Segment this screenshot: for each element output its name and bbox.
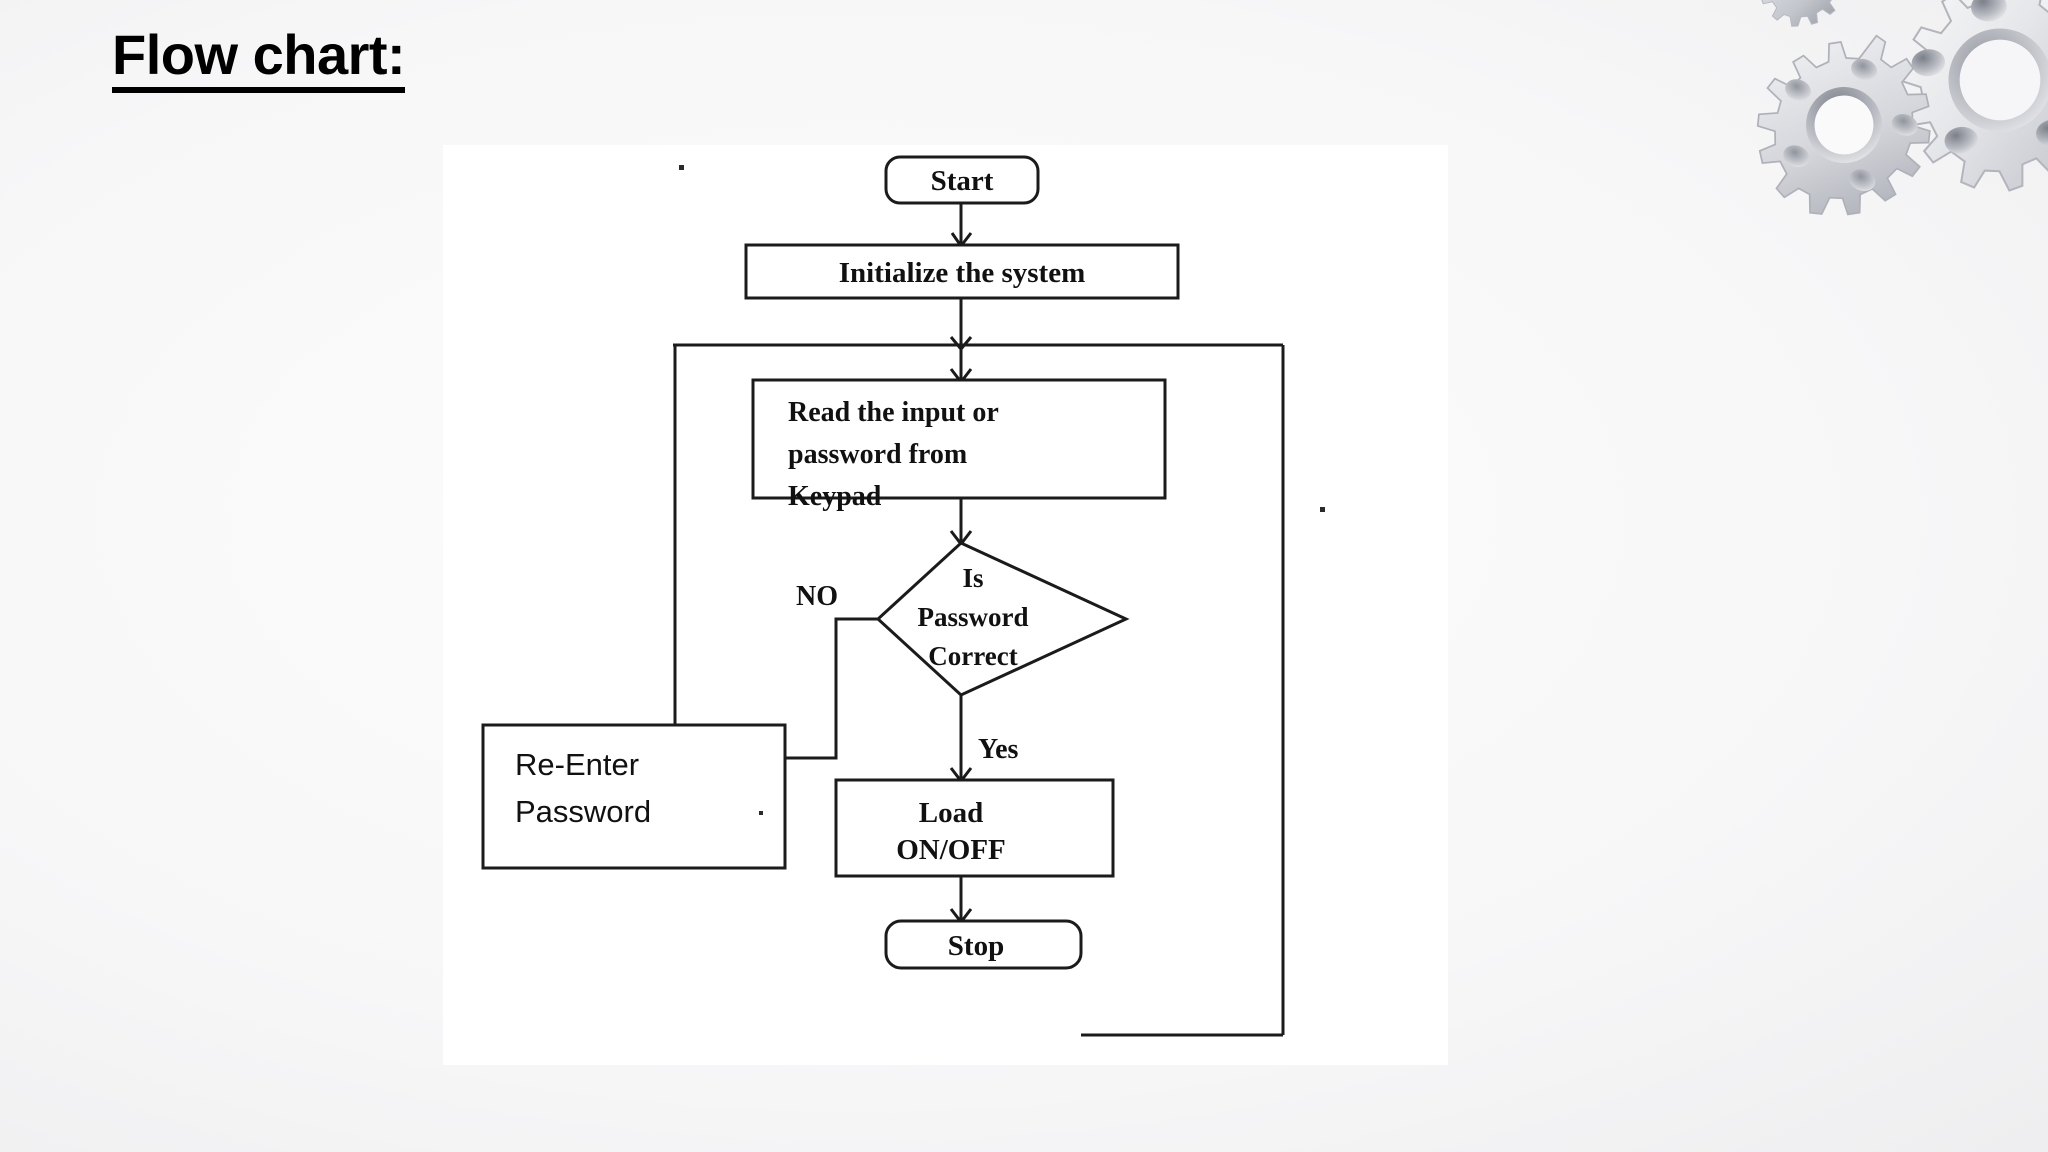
edge-label-yes: Yes (978, 734, 1019, 765)
title-container: Flow chart: (112, 25, 406, 93)
scan-speck-reenter (759, 811, 763, 815)
node-reenter-password[interactable] (481, 723, 787, 870)
node-decision-label-line1: Is (962, 563, 983, 593)
flowchart-diagram: Start Initialize the system Read the inp… (481, 155, 1325, 1037)
node-read-input[interactable] (751, 378, 1167, 500)
scan-speck-top (679, 165, 684, 170)
node-read-input-label-line1: Read the input or (788, 397, 999, 428)
node-start-label: Start (931, 165, 994, 197)
node-load-onoff-label-line1: Load (919, 797, 983, 829)
node-decision-password[interactable] (875, 541, 1130, 697)
gears-graphic (1731, 0, 2048, 244)
node-start[interactable] (884, 155, 1040, 205)
edge-label-no: NO (796, 581, 838, 612)
node-decision-label-line2: Password (917, 602, 1028, 632)
flowchart-panel: Start Initialize the system Read the inp… (443, 145, 1448, 1065)
node-load-onoff[interactable] (834, 778, 1115, 878)
node-stop[interactable] (884, 919, 1083, 970)
scan-speck-right (1320, 507, 1325, 512)
node-stop-label: Stop (948, 930, 1004, 962)
node-load-onoff-label-line2: ON/OFF (896, 834, 1006, 866)
node-initialize-label: Initialize the system (839, 257, 1085, 289)
node-reenter-password-label-line2: Password (515, 794, 651, 829)
node-read-input-label-line2: password from (788, 439, 967, 470)
node-initialize[interactable] (744, 243, 1180, 300)
node-reenter-password-label-line1: Re-Enter (515, 747, 639, 782)
edge-no-branch (785, 617, 878, 760)
node-decision-label-line3: Correct (928, 641, 1017, 671)
page-title: Flow chart: (112, 25, 406, 93)
node-read-input-label-line3: Keypad (788, 481, 882, 512)
